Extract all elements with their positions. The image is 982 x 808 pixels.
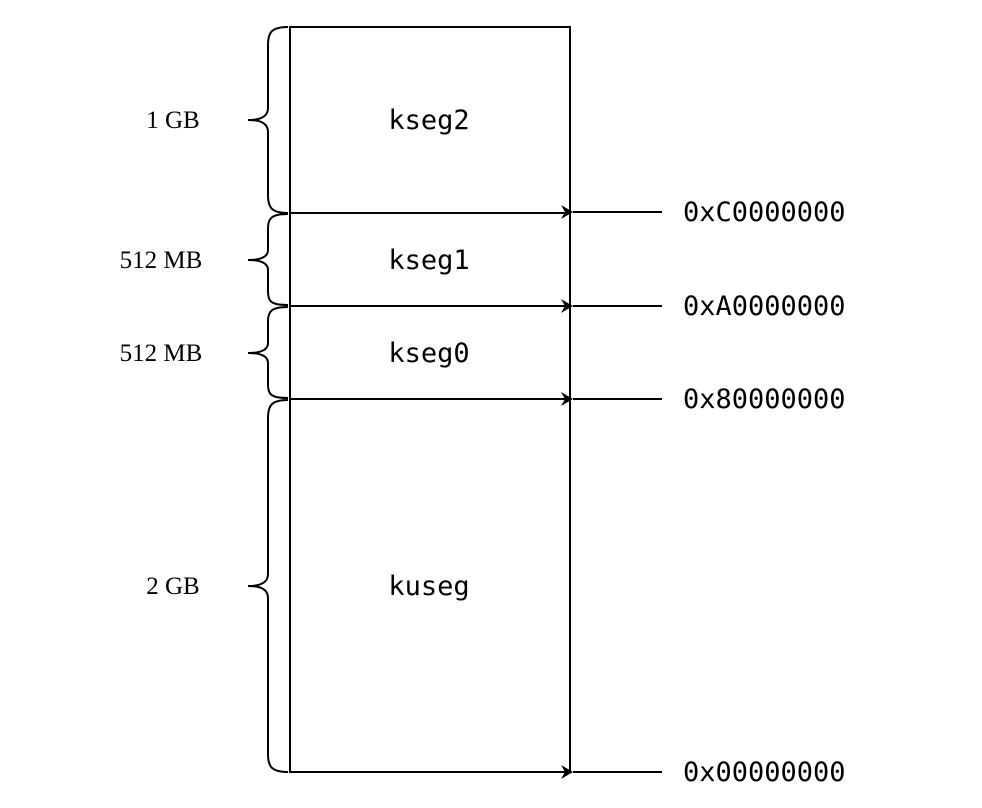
- address-label-0x80000000: 0x80000000: [683, 384, 846, 415]
- brace-kseg1: [247, 213, 289, 306]
- brace-kuseg: [247, 399, 289, 773]
- brace-kseg0: [247, 306, 289, 399]
- size-label-kuseg: 2 GB: [146, 573, 199, 600]
- segment-label-kseg2: kseg2: [388, 105, 469, 136]
- segment-label-kseg1: kseg1: [388, 245, 469, 276]
- segment-label-kuseg: kuseg: [388, 571, 469, 602]
- segment-label-kseg0: kseg0: [388, 338, 469, 369]
- size-label-kseg2: 1 GB: [146, 107, 199, 134]
- address-label-0xC0000000: 0xC0000000: [683, 197, 846, 228]
- brace-kseg2: [247, 26, 289, 214]
- size-label-kseg1: 512 MB: [120, 247, 203, 274]
- size-label-kseg0: 512 MB: [120, 340, 203, 367]
- address-label-0x00000000: 0x00000000: [683, 757, 846, 788]
- address-label-0xA0000000: 0xA0000000: [683, 291, 846, 322]
